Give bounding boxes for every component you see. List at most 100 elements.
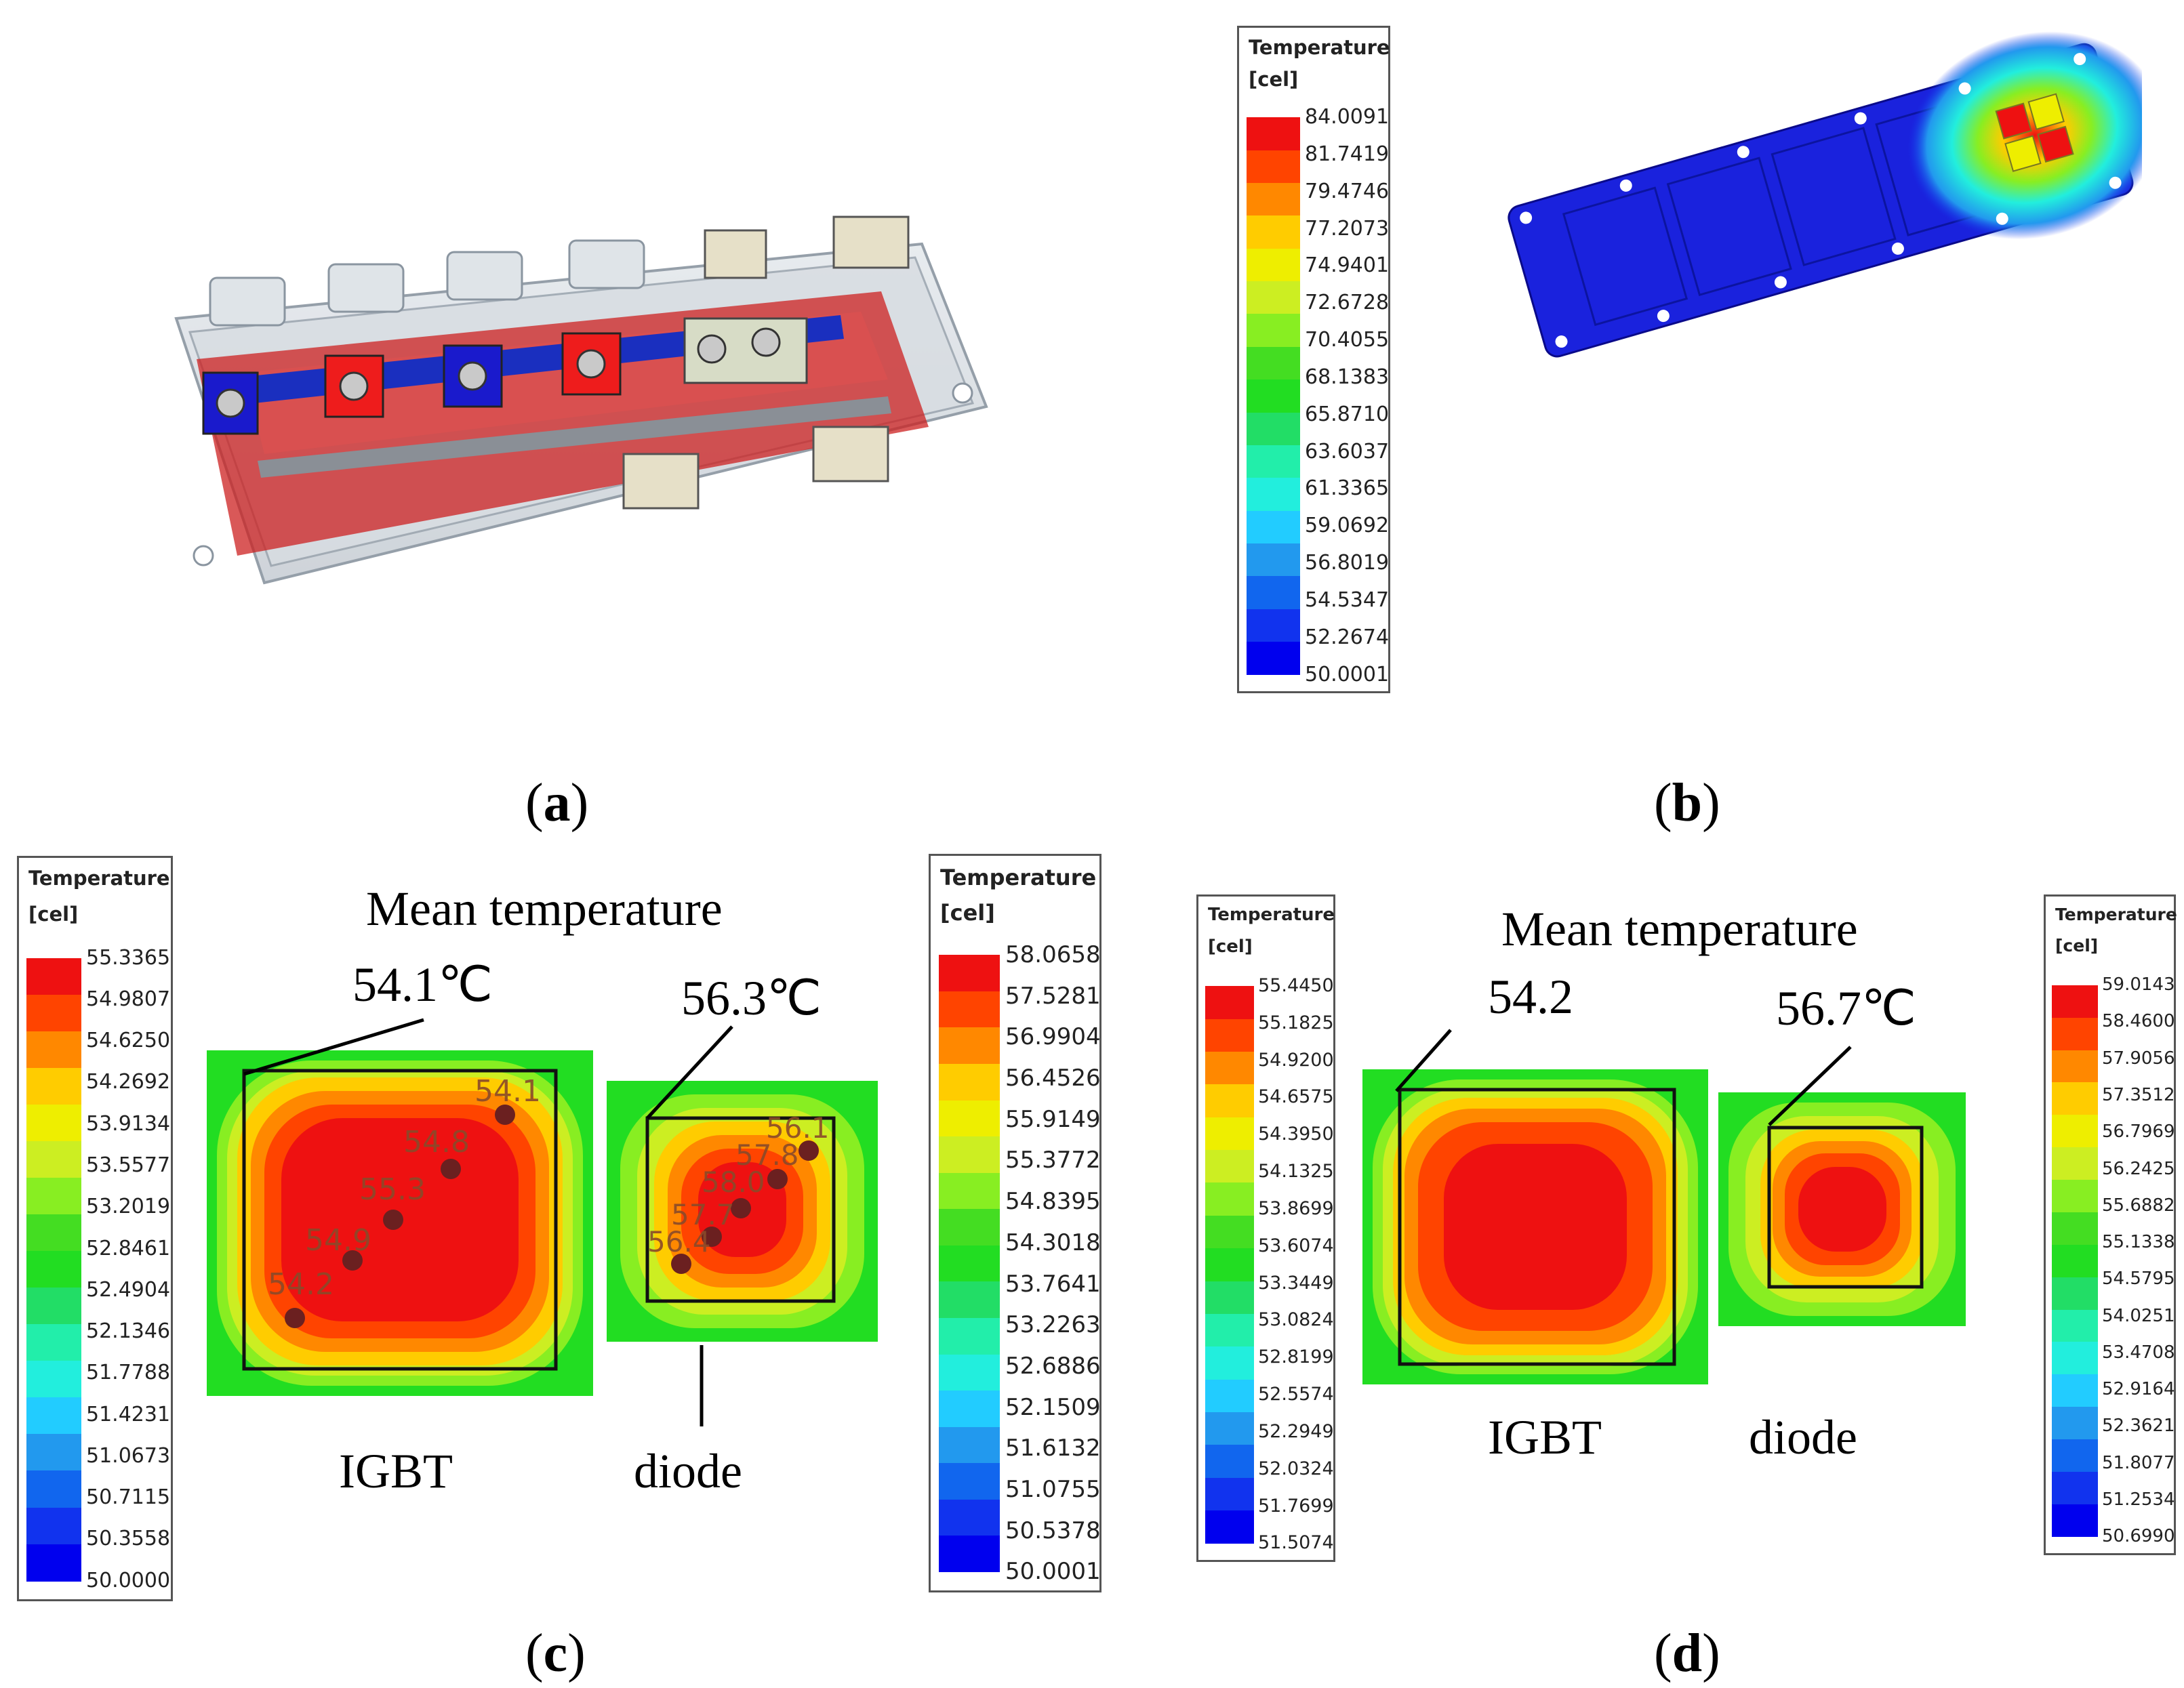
- legend-value: 65.8710: [1305, 403, 1390, 426]
- point-label: 57.7: [671, 1198, 735, 1231]
- legend-value: 54.9200: [1258, 1050, 1334, 1071]
- legend-swatch: [1247, 609, 1300, 642]
- point-label: 54.8: [403, 1125, 470, 1159]
- legend-value: 56.8019: [1305, 551, 1390, 575]
- legend-swatch: [1247, 379, 1300, 413]
- legend-value: 52.2949: [1258, 1421, 1334, 1442]
- legend-swatch: [1247, 249, 1300, 282]
- legend-swatch: [1205, 1052, 1254, 1085]
- legend-title: Temperature: [2055, 905, 2177, 924]
- legend-value: 51.7699: [1258, 1496, 1334, 1517]
- legend-value: 56.2425: [2102, 1159, 2175, 1179]
- legend-value: 54.5795: [2102, 1269, 2175, 1289]
- legend-value: 56.7969: [2102, 1121, 2175, 1142]
- legend-value: 55.6882: [2102, 1195, 2175, 1216]
- legend-swatch: [1247, 445, 1300, 478]
- igbt-leader-line-d: [1395, 1029, 1452, 1092]
- legend-swatch: [1247, 478, 1300, 511]
- diode-heatmap-d-drawing: [1718, 1092, 1966, 1326]
- legend-swatch: [939, 1136, 1000, 1173]
- measurement-point: [767, 1169, 788, 1189]
- legend-swatch: [1247, 215, 1300, 249]
- legend-swatch: [939, 1536, 1000, 1572]
- legend-value: 54.8395: [1005, 1188, 1101, 1215]
- legend-swatch: [1205, 1084, 1254, 1117]
- legend-value: 53.6074: [1258, 1235, 1334, 1256]
- legend-swatch: [1247, 314, 1300, 347]
- measurement-point: [495, 1105, 515, 1125]
- legend-value: 57.3512: [2102, 1085, 2175, 1105]
- legend-value: 55.1338: [2102, 1232, 2175, 1252]
- measurement-point: [285, 1308, 305, 1328]
- legend-unit: [cel]: [1249, 68, 1299, 91]
- legend-swatch: [2052, 1050, 2098, 1083]
- legend-value: 50.0000: [86, 1569, 171, 1592]
- module-3d-model: [163, 203, 1010, 596]
- legend-value: 52.8461: [86, 1237, 171, 1260]
- baseplate-heatmap: [1505, 20, 2142, 400]
- legend-swatch: [1247, 413, 1300, 446]
- legend-swatch: [1205, 1248, 1254, 1281]
- legend-value: 54.3950: [1258, 1124, 1334, 1145]
- legend-swatch: [2052, 1439, 2098, 1472]
- legend-value: 77.2073: [1305, 217, 1390, 241]
- point-label: 58.0: [702, 1166, 765, 1199]
- legend-swatch: [939, 1027, 1000, 1064]
- legend-title: Temperature: [28, 867, 170, 890]
- diode-label-c: diode: [634, 1444, 742, 1498]
- legend-value: 53.4708: [2102, 1342, 2175, 1363]
- legend-value: 52.4904: [86, 1278, 171, 1302]
- mean-temperature-heading-d: Mean temperature: [1501, 902, 1858, 956]
- measurement-point: [342, 1250, 363, 1271]
- legend-swatch: [939, 1391, 1000, 1427]
- legend-swatch: [939, 991, 1000, 1028]
- point-label: 54.2: [268, 1267, 334, 1302]
- legend-swatch: [1205, 1445, 1254, 1478]
- legend-value: 56.9904: [1005, 1023, 1101, 1050]
- legend-value: 52.1346: [86, 1319, 171, 1343]
- legend-swatch: [1247, 576, 1300, 609]
- legend-value: 52.1509: [1005, 1394, 1101, 1421]
- measurement-point: [798, 1140, 819, 1161]
- legend-value: 52.5574: [1258, 1384, 1334, 1405]
- legend-swatch: [2052, 1245, 2098, 1277]
- legend-value: 51.4231: [86, 1403, 171, 1426]
- legend-swatch: [2052, 1374, 2098, 1407]
- igbt-label-d: IGBT: [1488, 1410, 1602, 1464]
- legend-value: 55.9149: [1005, 1106, 1101, 1133]
- measurement-point: [383, 1210, 403, 1230]
- legend-swatch: [1205, 1478, 1254, 1511]
- legend-title: Temperature: [1249, 36, 1390, 59]
- legend-value: 51.0673: [86, 1444, 171, 1468]
- diode-pointer-line-c: [700, 1345, 704, 1426]
- legend-swatch: [2052, 1504, 2098, 1537]
- legend-swatch: [939, 1427, 1000, 1464]
- legend-swatch: [1205, 1346, 1254, 1380]
- legend-swatch: [2052, 1180, 2098, 1212]
- legend-value: 70.4055: [1305, 328, 1390, 352]
- legend-swatch: [26, 1434, 81, 1471]
- legend-swatch: [26, 1508, 81, 1545]
- legend-swatch: [2052, 1342, 2098, 1374]
- legend-value: 54.6250: [86, 1029, 171, 1052]
- legend-swatch: [939, 1355, 1000, 1391]
- legend-value: 50.5378: [1005, 1517, 1101, 1544]
- igbt-mean-temperature-c: 54.1℃: [352, 958, 493, 1012]
- legend-value: 53.5577: [86, 1153, 171, 1177]
- legend-swatch: [2052, 1147, 2098, 1180]
- legend-swatch: [26, 1361, 81, 1398]
- legend-value: 55.3365: [86, 946, 171, 970]
- legend-value: 54.6575: [1258, 1086, 1334, 1107]
- point-label: 56.1: [766, 1111, 830, 1145]
- legend-value: 53.2019: [86, 1195, 171, 1218]
- legend-title: Temperature: [1208, 905, 1335, 925]
- legend-swatch: [26, 995, 81, 1032]
- legend-value: 72.6728: [1305, 291, 1390, 314]
- legend-value: 52.9164: [2102, 1379, 2175, 1399]
- legend-swatch: [1205, 1182, 1254, 1216]
- legend-value: 52.6886: [1005, 1353, 1101, 1380]
- legend-unit: [cel]: [2055, 936, 2099, 955]
- legend-value: 81.7419: [1305, 142, 1390, 166]
